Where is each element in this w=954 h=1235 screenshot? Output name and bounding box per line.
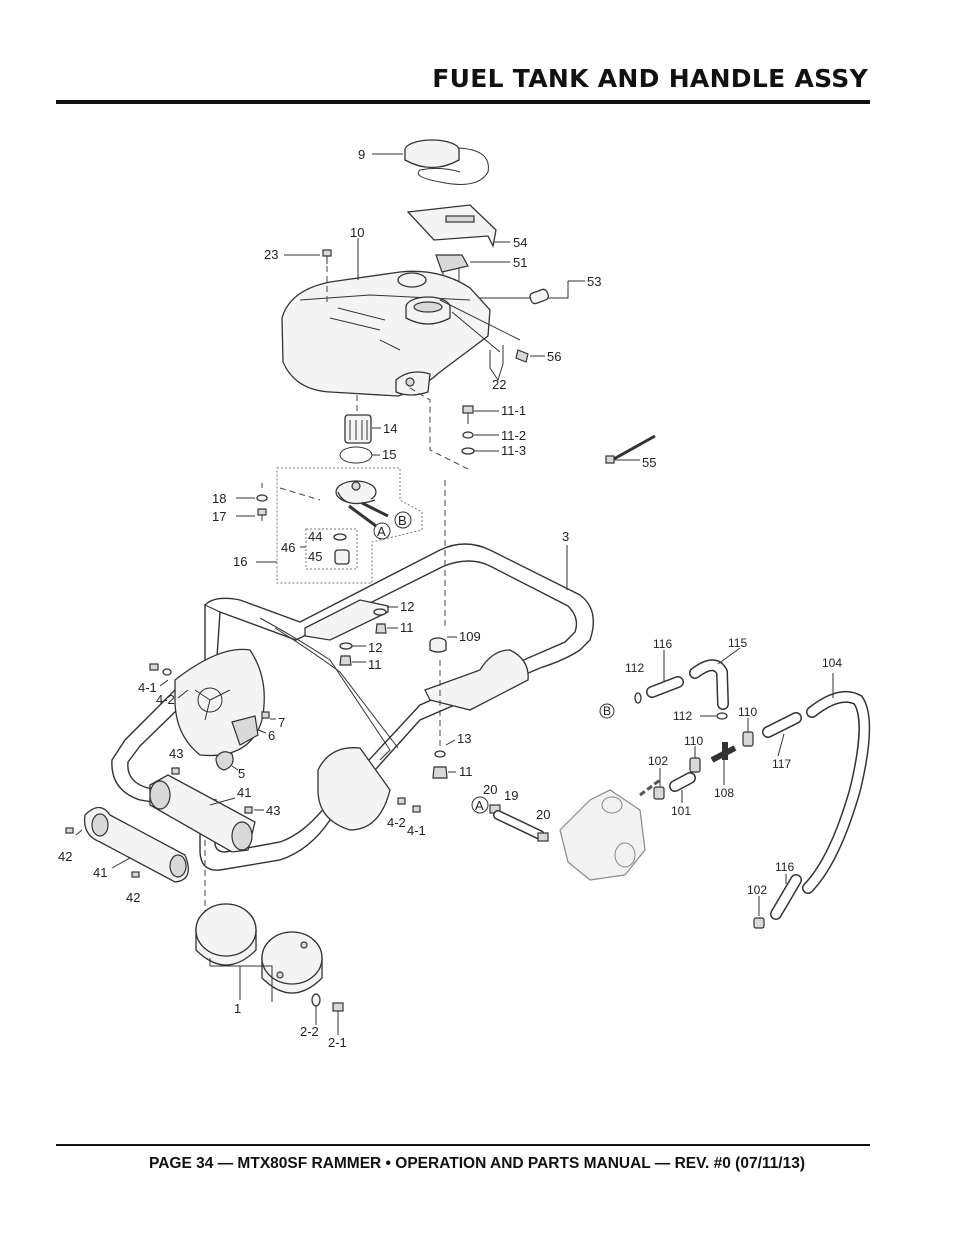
- callout-11-1: 11-1: [501, 403, 526, 418]
- callout-42-left: 42: [58, 849, 72, 864]
- strainer-part: [344, 414, 372, 444]
- callout-11-lower: 11: [368, 657, 382, 672]
- callout-2-1: 2-1: [328, 1035, 347, 1050]
- callout-2-2: 2-2: [300, 1024, 319, 1039]
- callout-12-upper: 12: [400, 599, 414, 614]
- header-rule: [56, 100, 870, 104]
- callout-14: 14: [383, 421, 397, 436]
- callout-42-lower: 42: [126, 890, 140, 905]
- callout-43-left: 43: [169, 746, 183, 761]
- callout-104: 104: [822, 656, 842, 670]
- callout-11-2: 11-2: [501, 428, 526, 443]
- callout-11-3: 11-3: [501, 443, 526, 458]
- callout-110-lower: 110: [684, 734, 703, 748]
- callout-102-upper: 102: [648, 754, 668, 768]
- callout-54: 54: [513, 235, 527, 250]
- callout-1: 1: [234, 1001, 241, 1016]
- callout-101: 101: [671, 804, 691, 818]
- callout-110-right: 110: [738, 705, 757, 719]
- callout-11-upper: 11: [400, 620, 414, 635]
- callout-20-left: 20: [483, 782, 497, 797]
- callout-22: 22: [492, 377, 506, 392]
- callout-4-1-left: 4-1: [138, 680, 157, 695]
- carburetor-part: [559, 778, 661, 881]
- callout-15: 15: [382, 447, 396, 462]
- callout-45: 45: [308, 549, 322, 564]
- callout-13: 13: [457, 731, 471, 746]
- callout-6: 6: [268, 728, 275, 743]
- grommet-part: [529, 288, 550, 305]
- callout-41-upper: 41: [237, 785, 251, 800]
- handle-clamp-part: [149, 774, 256, 853]
- callout-53: 53: [587, 274, 601, 289]
- tank-cover-part: [406, 204, 497, 249]
- page-footer: PAGE 34 — MTX80SF RAMMER • OPERATION AND…: [149, 1155, 805, 1172]
- fuel-tank-part: [281, 270, 491, 397]
- callout-5: 5: [238, 766, 245, 781]
- callout-20-right: 20: [536, 807, 550, 822]
- callout-11-bottom: 11: [459, 764, 473, 779]
- callout-51: 51: [513, 255, 527, 270]
- callout-17: 17: [212, 509, 226, 524]
- callout-55: 55: [642, 455, 656, 470]
- callout-44: 44: [308, 529, 322, 544]
- callout-a-hose: A: [475, 798, 484, 813]
- callout-41-lower: 41: [93, 865, 107, 880]
- callout-46: 46: [281, 540, 295, 555]
- weight-part: [195, 903, 323, 994]
- grip-part: [83, 806, 189, 883]
- callout-112-right: 112: [673, 709, 692, 723]
- callout-23: 23: [264, 247, 278, 262]
- callout-112-left: 112: [625, 661, 644, 675]
- callout-b-hose: B: [603, 704, 611, 718]
- callout-108: 108: [714, 786, 734, 800]
- callout-12-lower: 12: [368, 640, 382, 655]
- callout-109: 109: [459, 629, 481, 644]
- cable-tie-part: [605, 434, 656, 464]
- footer-rule: [56, 1144, 870, 1146]
- callout-115: 115: [728, 636, 747, 650]
- callout-a-valve: A: [377, 524, 386, 539]
- callout-4-2-left: 4-2: [156, 692, 175, 707]
- callout-10: 10: [350, 225, 364, 240]
- callout-102-lower: 102: [747, 883, 767, 897]
- page-title: FUEL TANK AND HANDLE ASSY: [432, 64, 868, 93]
- callout-9: 9: [358, 147, 365, 162]
- callout-116-upper: 116: [653, 637, 672, 651]
- callout-4-1-right: 4-1: [407, 823, 426, 838]
- callout-116-lower: 116: [775, 860, 794, 874]
- callout-56: 56: [547, 349, 561, 364]
- bolt-23-part: [322, 249, 332, 264]
- callout-7: 7: [278, 715, 285, 730]
- fuel-cap-part: [404, 139, 489, 185]
- callout-19: 19: [504, 788, 518, 803]
- callout-16: 16: [233, 554, 247, 569]
- callout-b-valve: B: [398, 513, 407, 528]
- callout-43-right: 43: [266, 803, 280, 818]
- callout-117: 117: [772, 757, 791, 771]
- callout-3: 3: [562, 529, 569, 544]
- fuel-valve-part: [335, 480, 389, 528]
- callout-18: 18: [212, 491, 226, 506]
- callout-4-2-right: 4-2: [387, 815, 406, 830]
- bolt-11-1-part: [462, 405, 474, 424]
